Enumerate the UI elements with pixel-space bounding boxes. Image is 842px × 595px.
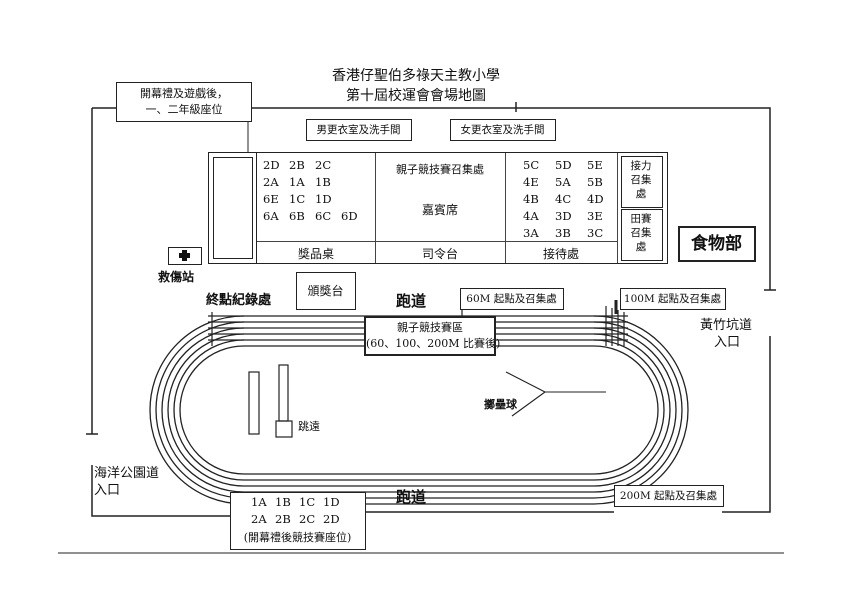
seat-label: 5E: [587, 158, 603, 172]
reception-label: 接待處: [542, 247, 579, 261]
seat-label: 5B: [587, 175, 603, 189]
junior-seating-block: [213, 157, 253, 259]
divider-3: [617, 153, 618, 263]
spectator-building: 2D 2B 2C 2A 1A 1B 6E 1C 1D 6A 6B 6C 6D 獎…: [256, 152, 668, 264]
seat-label: 1D: [323, 495, 340, 509]
seat-label: 3C: [587, 226, 604, 240]
tuck-shop: 食物部: [678, 226, 756, 262]
bottom-strip-line: [257, 241, 617, 242]
seat-label: 6A: [263, 209, 279, 223]
field-assembly-line: 處: [635, 241, 647, 253]
seat-label: 6E: [263, 192, 279, 206]
seat-label: 1A: [289, 175, 305, 189]
seat-label: 2B: [289, 158, 305, 172]
callout-line-1: 開幕禮及遊戲後，: [140, 87, 228, 100]
seat-label: 2C: [315, 158, 332, 172]
start-200m-box: 200M 起點及召集處: [614, 485, 724, 507]
field-assembly-line: 召集: [630, 227, 652, 239]
seat-label: 3E: [587, 209, 603, 223]
seat-label: 3B: [555, 226, 571, 240]
entrance-wong-chuk-hang-line-1: 黃竹坑道: [700, 318, 753, 333]
seat-label: 5C: [523, 158, 540, 172]
bottom-seating-box: 1A 1B 1C 1D 2A 2B 2C 2D (開幕禮後競技賽座位): [230, 492, 366, 550]
seats-right-grid: 5C 5D 5E 4E 5A 5B 4B 4C 4D 4A 3D 3E 3A 3…: [523, 157, 619, 242]
parent-race-area: 親子競技賽區 (60、100、200M 比賽後): [364, 316, 501, 356]
start-60m-label: 60M 起點及召集處: [466, 293, 557, 305]
seat-label: 1B: [275, 495, 291, 509]
seat-label: 2D: [323, 512, 340, 526]
seat-label: 2C: [299, 512, 316, 526]
entrance-wong-chuk-hang-line-2: 入口: [714, 335, 741, 350]
seat-label: 1C: [289, 192, 306, 206]
bottom-seating-note: (開幕禮後競技賽座位): [243, 531, 352, 544]
command-stand-label: 司令台: [421, 247, 458, 261]
track-label-bottom: 跑道: [396, 488, 427, 506]
finish-recording-label: 終點紀錄處: [206, 293, 272, 308]
seat-label: 4E: [523, 175, 539, 189]
divider-1: [375, 153, 376, 263]
relay-assembly-line: 召集: [630, 174, 652, 186]
seat-label: 1B: [315, 175, 331, 189]
female-changing-label: 女更衣室及洗手間: [460, 124, 545, 136]
seat-label: 6C: [315, 209, 332, 223]
seat-label: 4A: [523, 209, 539, 223]
tuck-shop-label: 食物部: [691, 234, 742, 254]
seat-label: 2A: [251, 512, 267, 526]
male-changing-room: 男更衣室及洗手間: [306, 119, 412, 141]
relay-assembly-box: 接力 召集 處: [621, 156, 663, 208]
relay-assembly-line: 處: [635, 188, 647, 200]
parent-race-line-1: 親子競技賽區: [397, 321, 463, 334]
seat-label: 1C: [299, 495, 316, 509]
vip-seats-label: 嘉賓席: [421, 203, 458, 217]
entrance-ocean-park-line-1: 海洋公園道: [94, 466, 160, 481]
start-200m-label: 200M 起點及召集處: [619, 490, 718, 502]
start-100m-label: 100M 起點及召集處: [623, 293, 722, 305]
seat-label: 5A: [555, 175, 571, 189]
relay-assembly-line: 接力: [630, 160, 652, 172]
track-label-top: 跑道: [396, 292, 427, 310]
seat-label: 5D: [555, 158, 572, 172]
start-60m-box: 60M 起點及召集處: [460, 288, 564, 310]
seats-left-grid: 2D 2B 2C 2A 1A 1B 6E 1C 1D 6A 6B 6C 6D: [263, 157, 367, 225]
seat-label: 6B: [289, 209, 305, 223]
seat-label: 3D: [555, 209, 572, 223]
map-title-event: 第十屆校運會會場地圖: [346, 88, 486, 104]
parent-race-line-2: (60、100、200M 比賽後): [366, 337, 501, 350]
start-100m-box: 100M 起點及召集處: [620, 288, 726, 310]
seat-label: 1D: [315, 192, 332, 206]
award-stage-label: 頒獎台: [307, 284, 344, 298]
seat-label: 3A: [523, 226, 539, 240]
seat-label: 6D: [341, 209, 358, 223]
seat-label: 2A: [263, 175, 279, 189]
seats-bottom-grid: 1A 1B 1C 1D 2A 2B 2C 2D: [251, 494, 347, 528]
entrance-ocean-park-line-2: 入口: [94, 483, 121, 498]
female-changing-room: 女更衣室及洗手間: [450, 119, 556, 141]
seat-label: 1A: [251, 495, 267, 509]
first-aid-label: 救傷站: [158, 270, 195, 284]
field-assembly-line: 田賽: [630, 213, 652, 225]
seat-label: 4C: [555, 192, 572, 206]
award-stage: 頒獎台: [296, 272, 356, 310]
seat-label: 2D: [263, 158, 280, 172]
seat-label: 2B: [275, 512, 291, 526]
first-aid-icon: [168, 247, 202, 265]
parent-assembly-label: 親子競技賽召集處: [396, 163, 484, 176]
prize-table-label: 獎品桌: [297, 247, 334, 261]
junior-seating-stand: [208, 152, 258, 264]
map-title-school: 香港仔聖伯多祿天主教小學: [332, 68, 500, 84]
male-changing-label: 男更衣室及洗手間: [316, 124, 401, 136]
divider-2: [505, 153, 506, 263]
shot-put-label: 擲壘球: [484, 398, 517, 411]
seat-label: 4B: [523, 192, 539, 206]
callout-line-2: 一、二年級座位: [145, 103, 223, 116]
seat-label: 4D: [587, 192, 604, 206]
long-jump-label: 跳遠: [298, 420, 320, 433]
callout-junior-seats: 開幕禮及遊戲後， 一、二年級座位: [116, 82, 252, 122]
field-assembly-box: 田賽 召集 處: [621, 209, 663, 261]
